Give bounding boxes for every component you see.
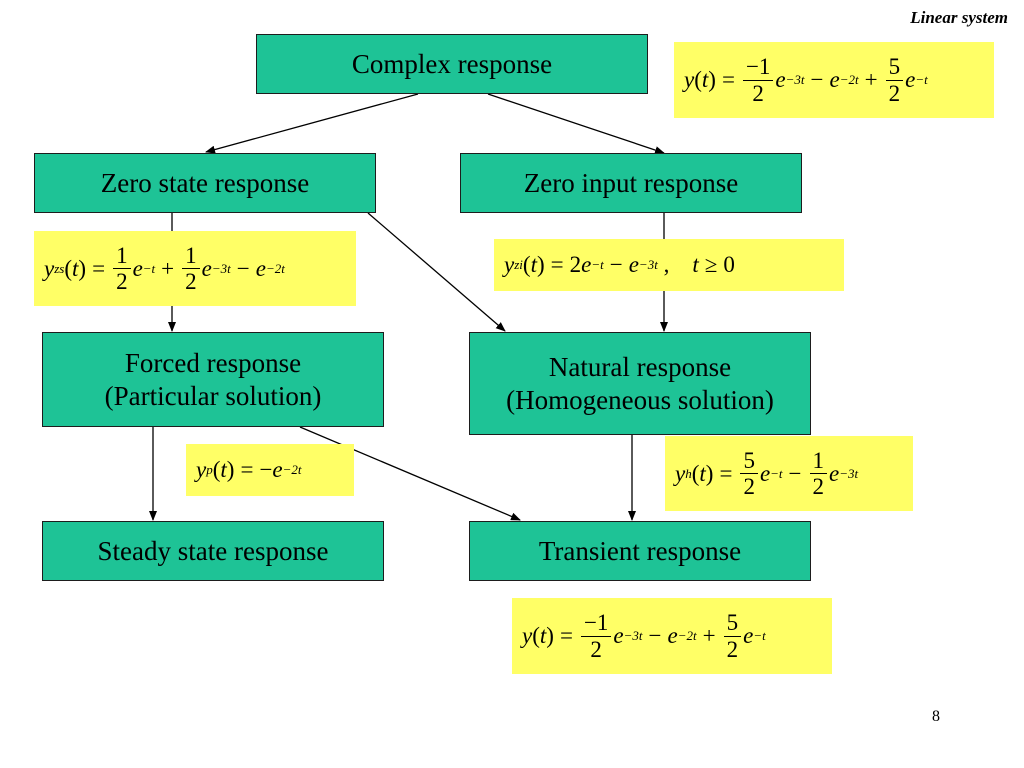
arrow-forced-to-transient <box>299 426 521 521</box>
zero-input-response-box: Zero input response <box>460 153 802 213</box>
arrow-zero-state-to-natural <box>367 212 506 332</box>
zero-state-response-box: Zero state response <box>34 153 376 213</box>
forced-response-box: Forced response (Particular solution) <box>42 332 384 427</box>
complex-response-box: Complex response <box>256 34 648 94</box>
homogeneous-solution-label: (Homogeneous solution) <box>506 384 774 415</box>
slide-header: Linear system <box>910 8 1008 27</box>
natural-response-label: Natural response <box>548 351 732 382</box>
steady-state-response-box: Steady state response <box>42 521 384 581</box>
arrow-complex-to-zero-state <box>205 93 419 154</box>
transient-response-box: Transient response <box>469 521 811 581</box>
transient-label: Transient response <box>538 535 742 566</box>
forced-response-label: Forced response <box>124 347 302 378</box>
steady-state-label: Steady state response <box>97 535 329 566</box>
natural-response-box: Natural response (Homogeneous solution) <box>469 332 811 435</box>
zero-state-label: Zero state response <box>100 167 310 198</box>
particular-solution-label: (Particular solution) <box>104 380 322 411</box>
page-number: 8 <box>932 708 940 725</box>
zero-input-label: Zero input response <box>523 167 739 198</box>
complex-response-label: Complex response <box>351 48 553 79</box>
arrow-complex-to-zero-input <box>487 93 665 154</box>
